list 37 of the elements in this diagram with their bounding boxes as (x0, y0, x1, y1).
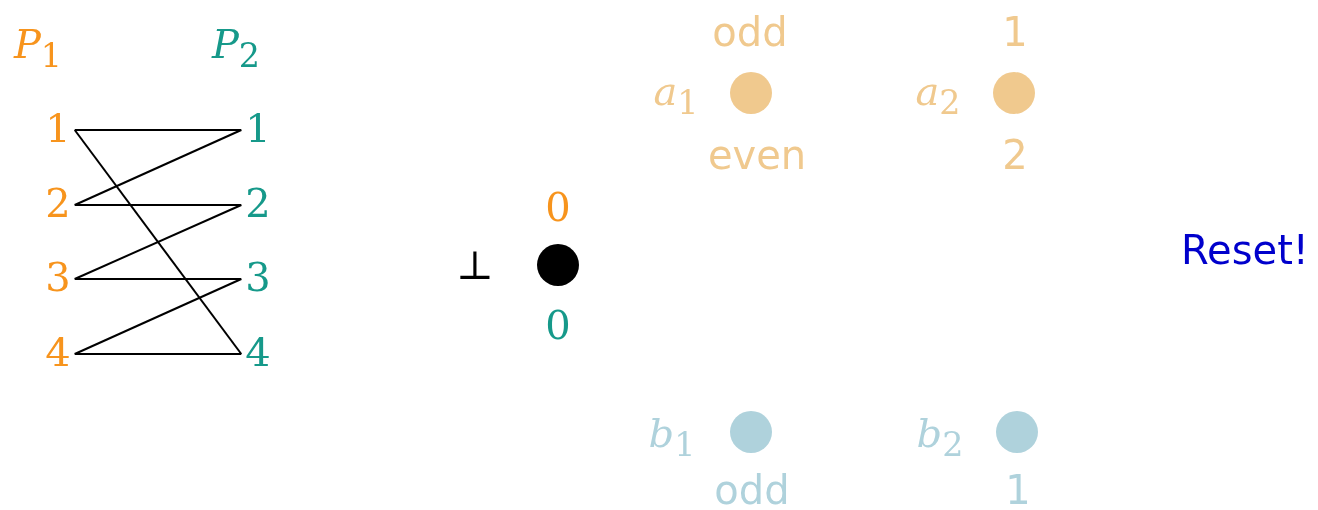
number-label: 4 (245, 332, 271, 372)
dot-label: 0 (545, 187, 571, 227)
dot-label: a$_{2}$ (915, 70, 961, 120)
number-label: 2 (245, 183, 271, 223)
dot (537, 244, 579, 286)
connector-line (73, 353, 243, 355)
dot-label: odd (712, 12, 788, 52)
connector-line (73, 129, 243, 206)
number-label: 3 (45, 257, 71, 297)
dot-label: 1 (1005, 470, 1031, 510)
connector-line (73, 204, 243, 280)
column-heading: P$_{1}$ (13, 23, 63, 73)
dot-label: odd (714, 470, 790, 510)
dot-label: 0 (545, 305, 571, 345)
dot (730, 72, 772, 114)
number-label: 4 (45, 332, 71, 372)
connector-line (73, 204, 243, 206)
connector-line (73, 129, 243, 355)
dot-label: a$_{1}$ (653, 70, 699, 120)
dot (730, 411, 772, 453)
number-label: 1 (45, 108, 71, 148)
dot-label: ⊥ (456, 245, 494, 285)
connector-line (73, 129, 243, 131)
column-heading: P$_{2}$ (211, 23, 261, 73)
dot-label: 1 (1002, 12, 1028, 52)
number-label: 2 (45, 183, 71, 223)
dot (996, 411, 1038, 453)
connector-line (73, 278, 243, 355)
number-label: 1 (245, 108, 271, 148)
number-label: 3 (245, 257, 271, 297)
connector-line (73, 278, 243, 280)
dot-label: b$_{2}$ (916, 412, 964, 462)
dot (993, 72, 1035, 114)
dot-label: 2 (1002, 135, 1028, 175)
dot-label: b$_{1}$ (648, 412, 696, 462)
reset-label: Reset! (1181, 230, 1309, 270)
dot-label: even (707, 135, 807, 175)
